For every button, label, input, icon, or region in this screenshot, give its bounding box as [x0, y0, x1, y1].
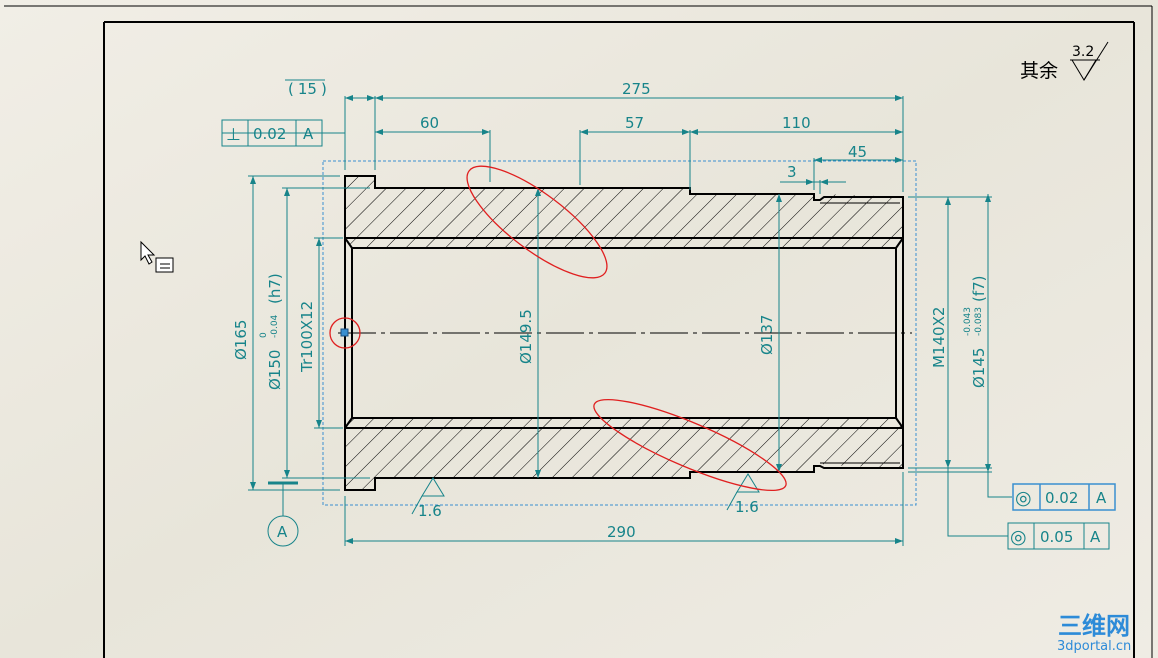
svg-text:Ø145: Ø145: [970, 348, 988, 388]
svg-text:Ø150: Ø150: [266, 350, 284, 390]
chamfer-br: [895, 417, 904, 429]
dim-60[interactable]: 60: [420, 114, 439, 132]
mouse-cursor-icon: [140, 240, 174, 273]
svg-text:1.6: 1.6: [735, 498, 759, 516]
dim-dia145[interactable]: Ø145 -0.043 -0.083 (f7): [963, 275, 988, 388]
svg-text:0.05: 0.05: [1040, 528, 1073, 546]
dim-thread-m[interactable]: M140X2: [930, 307, 948, 368]
sheet-border: [4, 5, 1153, 658]
chamfer-tr: [895, 237, 904, 249]
dim-290[interactable]: 290: [607, 523, 636, 541]
svg-text:A: A: [1096, 489, 1107, 507]
perpendicularity-icon: ⊥: [226, 125, 241, 145]
chamfer-tl: [344, 237, 353, 249]
roughness-general-value: 3.2: [1072, 44, 1094, 60]
highlight-marks: [329, 165, 787, 492]
dim-thread-tr[interactable]: Tr100X12: [298, 301, 316, 373]
concentricity-icon: ◎: [1010, 526, 1027, 548]
watermark-logo: 三维网 3dportal.cn: [1057, 612, 1131, 654]
svg-text:3dportal.cn: 3dportal.cn: [1057, 639, 1131, 654]
svg-text:(h7): (h7): [266, 273, 284, 304]
dim-57[interactable]: 57: [625, 114, 644, 132]
dim-dia149[interactable]: Ø149.5: [517, 309, 535, 364]
svg-text:-0.04: -0.04: [270, 314, 280, 338]
dim-dia150[interactable]: Ø150 0 -0.04 (h7): [259, 273, 284, 390]
svg-text:0.02: 0.02: [253, 125, 286, 143]
svg-text:-0.083: -0.083: [974, 307, 984, 336]
dim-ref-15[interactable]: (15): [288, 80, 327, 98]
tolerance-frame-perpendicularity[interactable]: ⊥ 0.02 A: [221, 119, 323, 147]
concentricity-icon: ◎: [1015, 487, 1032, 509]
svg-text:(f7): (f7): [970, 275, 988, 302]
svg-text:-0.043: -0.043: [963, 307, 973, 336]
roughness-left[interactable]: 1.6: [411, 477, 445, 520]
dim-3[interactable]: 3: [787, 163, 797, 181]
view-boundary[interactable]: [322, 160, 917, 506]
dim-110[interactable]: 110: [782, 114, 811, 132]
dim-275[interactable]: 275: [622, 80, 651, 98]
datum-label: A: [277, 523, 288, 541]
svg-text:三维网: 三维网: [1058, 612, 1130, 640]
section-view[interactable]: [338, 175, 912, 491]
dim-dia137[interactable]: Ø137: [758, 315, 776, 355]
roughness-general-label: 其余: [1020, 60, 1058, 82]
svg-text:0: 0: [259, 332, 269, 338]
chamfer-bl: [344, 417, 353, 429]
svg-text:A: A: [1090, 528, 1101, 546]
svg-text:0.02: 0.02: [1045, 489, 1078, 507]
outline-bottom: [344, 428, 904, 491]
tolerance-frame-concentricity-1[interactable]: ◎ 0.02 A: [1012, 483, 1116, 511]
dim-dia165[interactable]: Ø165: [232, 320, 250, 360]
roughness-general[interactable]: 其余 3.2: [1020, 41, 1109, 82]
svg-text:1.6: 1.6: [418, 502, 442, 520]
tolerance-frame-concentricity-2[interactable]: ◎ 0.05 A: [1007, 522, 1110, 550]
datum-a[interactable]: A: [267, 481, 299, 547]
dim-45[interactable]: 45: [848, 143, 867, 161]
dimension-texts: (15) 275 60 57 110 45 3 290 Ø165 Ø150 0 …: [232, 79, 988, 541]
roughness-right[interactable]: 1.6: [726, 473, 760, 516]
svg-text:A: A: [303, 125, 314, 143]
arrowheads: [250, 95, 991, 544]
outline-top: [344, 175, 904, 238]
